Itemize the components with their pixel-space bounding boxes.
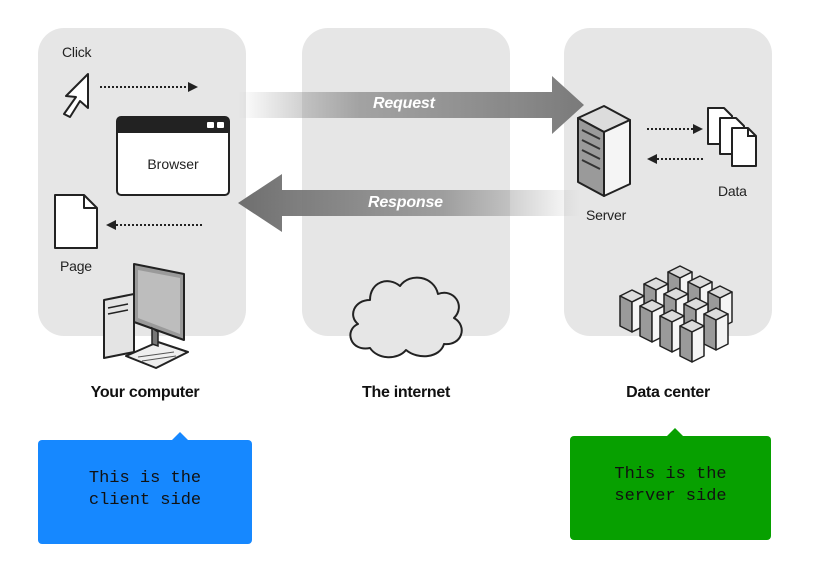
page-icon (54, 194, 98, 249)
server-to-data-arrow (647, 124, 703, 134)
click-label: Click (62, 44, 92, 60)
server-icon (577, 105, 631, 197)
data-label: Data (718, 183, 747, 199)
data-files-icon (707, 107, 757, 167)
click-dotted-arrow (100, 82, 198, 92)
minimize-icon (207, 122, 214, 128)
cloud-icon (349, 276, 463, 359)
page-dotted-arrow (106, 220, 204, 230)
request-arrow (238, 76, 584, 134)
cursor-icon (63, 73, 89, 118)
data-to-server-arrow (647, 154, 703, 164)
browser-title-bar (118, 118, 228, 133)
response-arrow (238, 174, 580, 232)
browser-window: Browser (116, 116, 230, 196)
server-cluster-icon (619, 265, 733, 363)
computer-icon (103, 263, 189, 369)
your-computer-title: Your computer (90, 384, 200, 401)
page-label: Page (60, 258, 92, 274)
client-side-callout: This is the client side (38, 432, 252, 544)
server-side-callout: This is the server side (570, 428, 771, 540)
maximize-icon (217, 122, 224, 128)
server-side-callout-text: This is the server side (614, 465, 727, 506)
request-label: Request (373, 95, 435, 112)
browser-label: Browser (147, 156, 199, 172)
the-internet-title: The internet (362, 384, 450, 401)
response-label: Response (368, 194, 443, 211)
server-label: Server (586, 207, 627, 223)
client-side-callout-text: This is the client side (88, 469, 202, 510)
data-center-title: Data center (626, 384, 710, 401)
